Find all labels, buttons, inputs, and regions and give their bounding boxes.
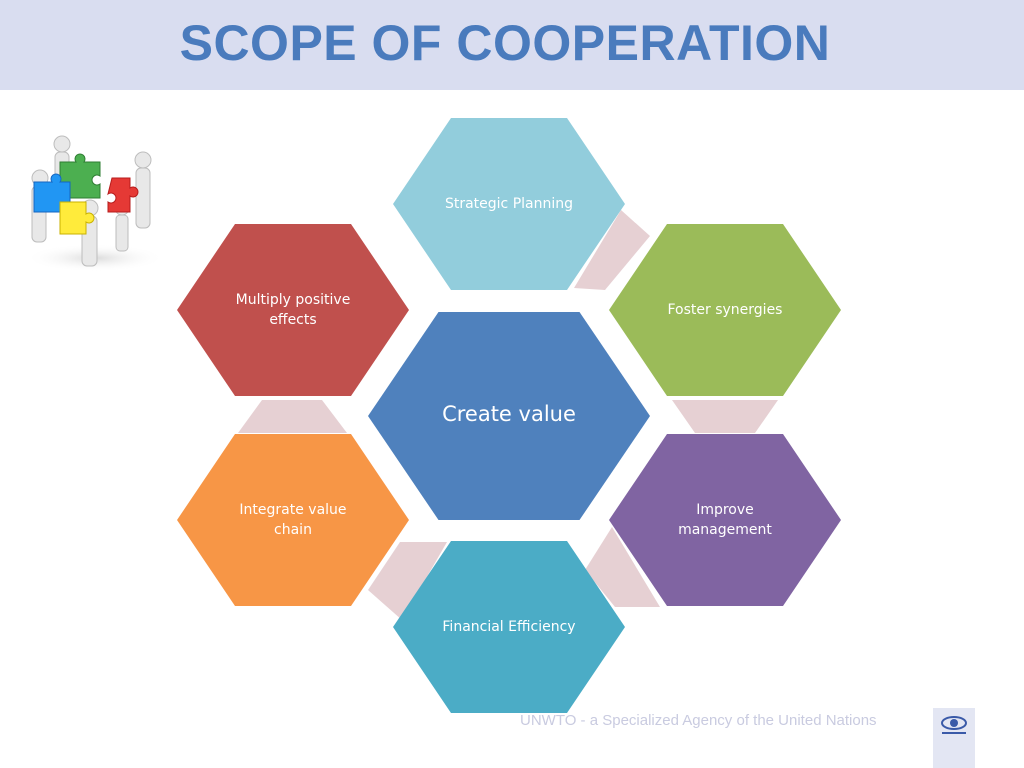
unwto-logo [933, 708, 975, 768]
connector-1 [574, 210, 650, 290]
create-value-hexagon [368, 312, 650, 520]
footer-text: UNWTO - a Specialized Agency of the Unit… [520, 712, 877, 729]
foster-synergies-hexagon [609, 224, 841, 396]
connector-3 [585, 527, 660, 607]
connector-4 [368, 542, 447, 620]
improve-management-hexagon [609, 434, 841, 606]
connector-2 [672, 400, 778, 433]
title-band [0, 0, 1024, 90]
multiply-positive-effects-hexagon [177, 224, 409, 396]
integrate-value-chain-hexagon [177, 434, 409, 606]
strategic-planning-hexagon [393, 118, 625, 290]
puzzle-people-clipart [25, 135, 165, 272]
connector-5 [238, 400, 347, 433]
slide-title: SCOPE OF COOPERATION [179, 15, 831, 71]
financial-efficiency-hexagon [393, 541, 625, 713]
